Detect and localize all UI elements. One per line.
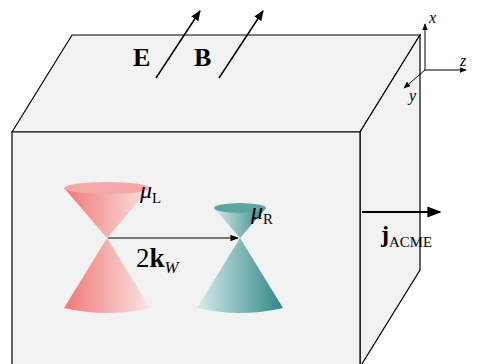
y-axis <box>404 70 425 88</box>
left-weyl-cone <box>64 182 150 313</box>
crystal-cube <box>12 35 420 364</box>
cone-rim <box>64 182 150 194</box>
z-axis-label: z <box>460 53 466 69</box>
chemical-potential: μR <box>251 199 273 227</box>
x-axis <box>425 24 426 70</box>
b-field-arrow <box>219 11 263 78</box>
cone-upper <box>64 188 150 238</box>
current-label: jACME <box>381 222 432 250</box>
y-axis-label: y <box>409 88 416 104</box>
e-field-arrow <box>156 11 200 78</box>
chemical-potential: μL <box>140 178 161 206</box>
cone-lower <box>197 238 283 313</box>
separation-label: 2kW <box>136 245 178 277</box>
current-arrow <box>362 211 440 213</box>
cube-top <box>12 35 420 132</box>
cube-front <box>12 132 360 364</box>
cone-lower <box>64 238 150 313</box>
z-axis <box>425 70 466 71</box>
right-weyl-cone <box>197 203 283 313</box>
x-axis-label: x <box>429 10 436 26</box>
b-field-label: B <box>194 45 211 71</box>
cube-side <box>360 35 420 364</box>
node-separation-arrow <box>108 237 238 238</box>
e-field-label: E <box>133 45 150 71</box>
axes <box>404 24 466 88</box>
